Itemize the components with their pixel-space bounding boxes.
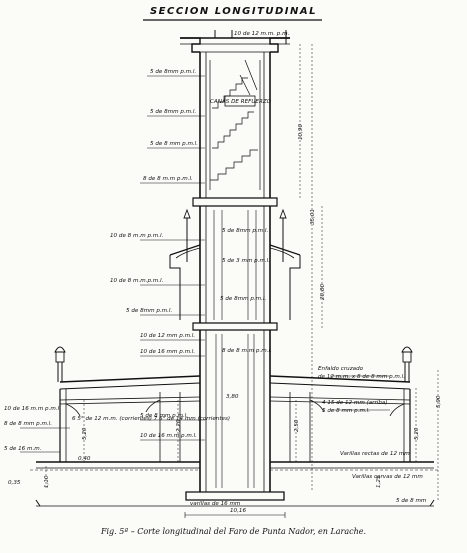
dim-250: 2,50 (294, 419, 300, 432)
label-rebar-8mm-c: 8 de 8 m.m p.m.l. (143, 176, 193, 182)
label-left-bars: 6 5° de 12 m.m. (corrientes) 7 6° de 14 … (72, 416, 230, 422)
dim-1090: 10,90 (298, 124, 304, 140)
dim-520: 5,20 (414, 427, 420, 440)
label-right-curved-rods: Varillas corvas de 12 mm (352, 474, 423, 480)
label-rebar-8mm-b: 5 de 8mm p.m.l. (150, 109, 196, 115)
label-right-bottom: 5 de 8 mm (396, 498, 427, 504)
label-rebar-12mm: 10 de 12 mm p.m.l. (140, 333, 195, 339)
label-right-12mm: de 12 m.m. x 8 de 8 mm p.m.l. (318, 374, 405, 380)
dim-125: 1,25 (376, 475, 382, 488)
label-reinforcement-beam: CANAS DE REFUERZO (210, 99, 272, 105)
label-center-8mm: 8 de 8 m.m p.m.l. (222, 348, 272, 354)
dim-520b: 5,20 (82, 427, 88, 440)
dim-220: 2,20 (176, 419, 182, 432)
label-right-cross: Enfaldo cruzado (318, 366, 364, 372)
label-bottom-rods: varillas de 16 mm (190, 501, 241, 507)
dim-040: 0,40 (78, 456, 91, 462)
label-rebar-8mm-d: 5 de 8 mm p.m.l. (150, 141, 198, 147)
label-lower-8mm: 5 de 8 mm p.m.l. (140, 413, 188, 419)
label-top-rebar: 10 de 12 m.m. p.m. (234, 31, 290, 37)
label-rebar-14: 5 de 8mm p.m.l. (126, 308, 172, 314)
figure-caption: Fig. 5ª – Corte longitudinal del Faro de… (100, 527, 367, 536)
label-lower-16mm: 10 de 16 m.m p.m.l. (140, 433, 197, 439)
label-left-8mm: 8 de 8 mm p.m.l. (4, 421, 52, 427)
label-rebar-10mm: 10 de 8 m.m p.m.l. (110, 233, 164, 239)
label-right-415: 4 15 de 12 mm (arriba) (322, 400, 388, 406)
drawing-title: SECCION LONGITUDINAL (149, 6, 318, 17)
label-rebar-10mm-b: 10 de 8 m.m.p.m.l. (110, 278, 164, 284)
dim-380: 3,80 (226, 394, 239, 400)
label-left-16mm: 10 de 16 m.m p.m.l. (4, 406, 61, 412)
dim-110: 1,10 (44, 475, 50, 488)
label-right-5: 5 de 8 mm p.m.l. (322, 408, 370, 414)
label-rebar-16mm: 10 de 16 mm p.m.l. (140, 349, 195, 355)
label-right-straight-rods: Varillas rectas de 12 mm (340, 451, 410, 457)
dim-total-width: 10,16 (230, 508, 246, 514)
label-center-5de8: 5 de 8mm p.m.l. (222, 228, 268, 234)
label-left-5: 5 de 16 m.m. (4, 446, 42, 452)
dim-3501: 35,01 (310, 209, 316, 225)
dim-590: 5,90 (436, 395, 442, 408)
dim-035: 0,35 (8, 480, 21, 486)
label-rebar-8mm-a: 5 de 8mm p.m.l. (150, 69, 196, 75)
label-center-grid: 5 de 8mm p.m.l. (220, 296, 266, 302)
label-center-5de3: 5 de 3 mm p.m.l. (222, 258, 270, 264)
dim-2080: 20,80 (320, 284, 326, 300)
